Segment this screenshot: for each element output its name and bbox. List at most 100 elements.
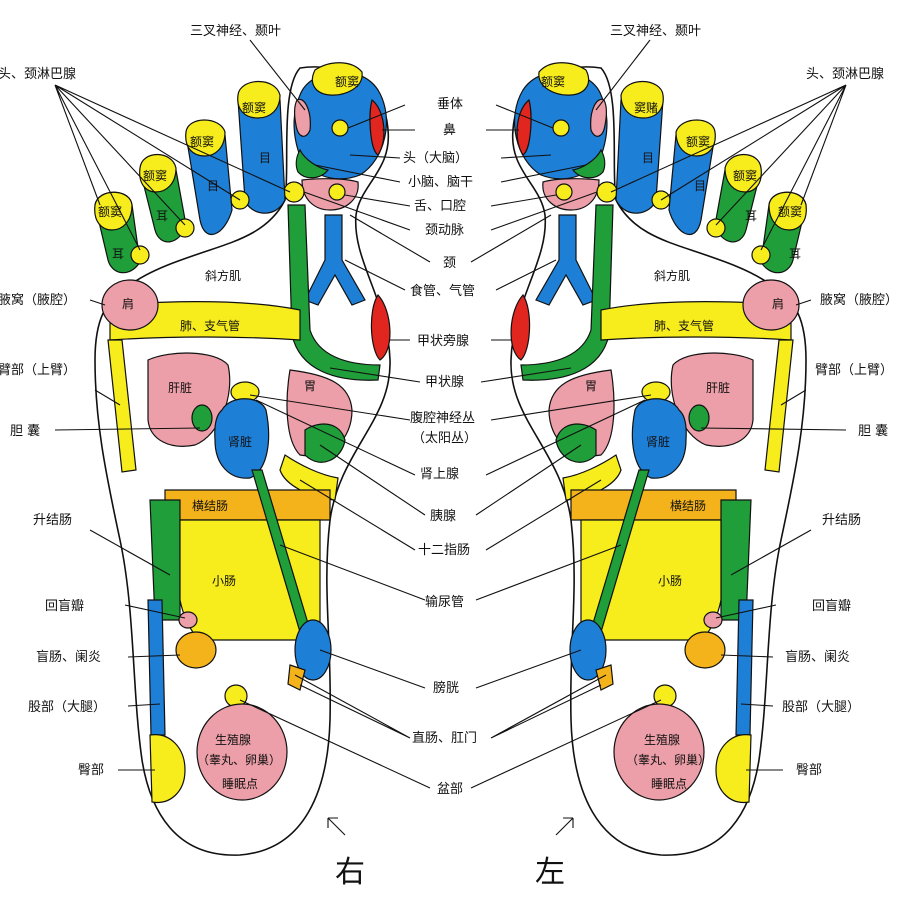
right-thigh-bar: [147, 599, 166, 736]
right-zone-labels: 额窦 额窦 额窦 额窦 额窦 目 目 耳 耳 斜方肌 肩 肺、支气管 肝脏 肾脏…: [98, 75, 359, 791]
label-carotid: 颈动脉: [425, 223, 464, 238]
right-toe3-sinus: [185, 119, 226, 157]
leader-pituitary: [347, 104, 554, 129]
leader-lymph-r: [54, 84, 291, 251]
label-cerebellum: 小脑、脑干: [408, 175, 473, 190]
leader-cecum: [127, 654, 774, 658]
zone-label-stomach: 胃: [304, 379, 316, 393]
left-arm-bar: [764, 339, 794, 473]
right-toe4-sinus: [139, 154, 177, 193]
left-parathyroid: [510, 294, 531, 361]
zone-label-ear: 耳: [112, 247, 124, 261]
left-zone-labels: 额窦 窦赌 额窦 额窦 额窦 目 目 耳 耳 斜方肌 肩 肺、支气管 肝脏 肾脏…: [541, 75, 802, 791]
zone-label-sinus: 额窦: [335, 75, 359, 89]
label-buttock-right: 臀部: [78, 763, 104, 778]
right-rectum: [287, 664, 306, 691]
leader-esophagus: [344, 259, 557, 291]
right-kidney: [214, 398, 270, 479]
zone-label-eye: 目: [694, 179, 706, 193]
zone-label-sinus: 额窦: [242, 101, 266, 115]
leader-celiac: [249, 394, 652, 421]
zone-label-gonad-sub: （睾丸、卵巢）: [197, 752, 281, 767]
left-toe4-sinus: [724, 154, 762, 193]
zone-label-small-intestine: 小肠: [212, 574, 236, 588]
right-bladder: [294, 619, 332, 681]
zone-label-eye: 目: [642, 151, 654, 165]
label-parathyroid: 甲状旁腺: [417, 333, 469, 349]
right-nose-zone: [369, 98, 385, 156]
left-rectum: [595, 664, 614, 691]
zone-label-eye: 目: [207, 179, 219, 193]
right-esophagus: [304, 214, 366, 306]
label-thigh-right: 股部（大腿）: [28, 700, 106, 715]
right-cecum: [175, 631, 217, 669]
label-ascending-colon-left: 升结肠: [822, 513, 861, 528]
label-buttock-left: 臀部: [796, 763, 822, 778]
label-arm-right: 臂部（上臂）: [0, 363, 76, 378]
left-foot-title: 左: [535, 855, 565, 890]
left-big-toe-sinus: [538, 62, 590, 96]
left-gallbladder: [688, 404, 710, 432]
zone-label-lung: 肺、支气管: [654, 318, 714, 333]
right-cerebellum-zone: [295, 148, 330, 179]
leader-trigeminal-r: [249, 39, 306, 111]
right-gallbladder: [191, 404, 213, 432]
right-toe4-dot: [175, 218, 195, 238]
right-shoulder: [101, 279, 159, 331]
zone-label-sleep-point: 睡眠点: [651, 777, 687, 791]
label-ascending-colon-right: 升结肠: [33, 513, 72, 528]
right-parathyroid: [370, 294, 391, 361]
zone-label-lung: 肺、支气管: [180, 318, 240, 333]
left-shoulder: [742, 279, 800, 331]
label-pituitary: 垂体: [437, 97, 463, 112]
right-big-toe-sinus: [311, 62, 363, 96]
label-celiac-sub: （太阳丛）: [412, 431, 477, 446]
leader-tongue: [344, 194, 557, 207]
leader-trigeminal-l: [595, 39, 651, 111]
zone-label-shoulder: 肩: [122, 296, 134, 311]
zone-label-sinus: 额窦: [143, 169, 167, 183]
zone-label-stomach: 胃: [585, 379, 597, 393]
label-celiac: 腹腔神经丛: [410, 410, 475, 426]
zone-label-sinus: 额窦: [190, 135, 214, 149]
leader-ileocecal: [124, 604, 777, 619]
zone-label-gonad: 生殖腺: [215, 732, 251, 747]
leader-pelvis: [239, 699, 662, 789]
leader-gallbladder: [54, 427, 847, 431]
leader-lines: [54, 39, 847, 836]
leader-adrenal: [255, 399, 646, 476]
zone-label-liver: 肝脏: [706, 380, 730, 395]
label-rectum: 直肠、肛门: [412, 731, 477, 746]
leader-rectum: [294, 674, 607, 739]
right-toe2-sinus: [237, 80, 281, 119]
zone-label-ear: 耳: [745, 209, 757, 223]
label-nose: 鼻: [443, 122, 456, 138]
leader-bladder: [319, 649, 582, 689]
zone-label-kidney: 肾脏: [228, 434, 252, 449]
label-gallbladder-right: 胆 囊: [10, 423, 40, 439]
right-transverse-colon: [164, 489, 331, 521]
zone-label-sinus: 额窦: [98, 205, 122, 219]
side-labels-right: 头、颈淋巴腺 腋窝（腋腔） 臂部（上臂） 胆 囊 升结肠 回盲瓣 盲肠、阑炎 股…: [782, 67, 898, 778]
leader-armpit: [89, 299, 812, 306]
label-head-brain: 头（大脑）: [403, 151, 468, 166]
left-pituitary-dot: [552, 119, 570, 137]
right-pancreas: [304, 423, 346, 463]
zone-label-kidney: 肾脏: [646, 434, 670, 449]
label-arm-left: 臂部（上臂）: [815, 363, 893, 378]
left-thyroid: [520, 204, 614, 381]
leader-ureter: [279, 544, 622, 601]
label-ureter: 输尿管: [425, 594, 464, 610]
right-temporal-zone: [294, 98, 311, 137]
right-thyroid: [287, 204, 381, 381]
right-pituitary-dot: [331, 119, 349, 137]
left-toe5-dot: [751, 245, 771, 265]
zone-label-ear: 耳: [156, 209, 168, 223]
right-cerebellum-dot: [283, 181, 305, 203]
leader-lymph-l: [610, 84, 847, 251]
left-pancreas: [555, 423, 597, 463]
left-gonad: [613, 703, 705, 801]
left-toe4-dot: [706, 218, 726, 238]
